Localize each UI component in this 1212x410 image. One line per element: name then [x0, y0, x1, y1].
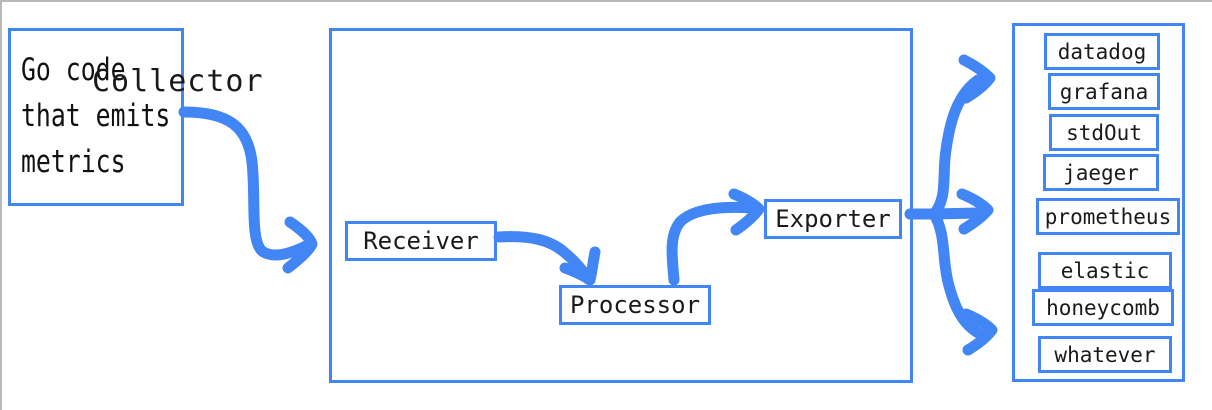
source-line-3: metrics — [21, 143, 126, 180]
destination-datadog: datadog — [1044, 33, 1160, 70]
destination-stdout: stdOut — [1049, 114, 1159, 151]
destination-jaeger: jaeger — [1043, 154, 1159, 191]
destination-prometheus: prometheus — [1036, 198, 1180, 235]
arrow-receiver-to-processor — [493, 231, 601, 286]
processor-box: Processor — [559, 285, 711, 325]
arrow-processor-to-exporter — [666, 188, 765, 286]
collector-title: Collector — [92, 64, 264, 99]
source-code-box: Go code that emits metrics — [8, 28, 184, 206]
destination-whatever: whatever — [1038, 336, 1172, 373]
arrow-exporter-fanout — [904, 54, 998, 356]
destination-elastic: elastic — [1038, 252, 1172, 289]
destination-honeycomb: honeycomb — [1032, 289, 1174, 326]
arrow-source-to-receiver — [178, 106, 318, 274]
destination-grafana: grafana — [1048, 73, 1160, 110]
exporter-box: Exporter — [764, 199, 902, 239]
source-line-1: Go code — [21, 52, 126, 89]
